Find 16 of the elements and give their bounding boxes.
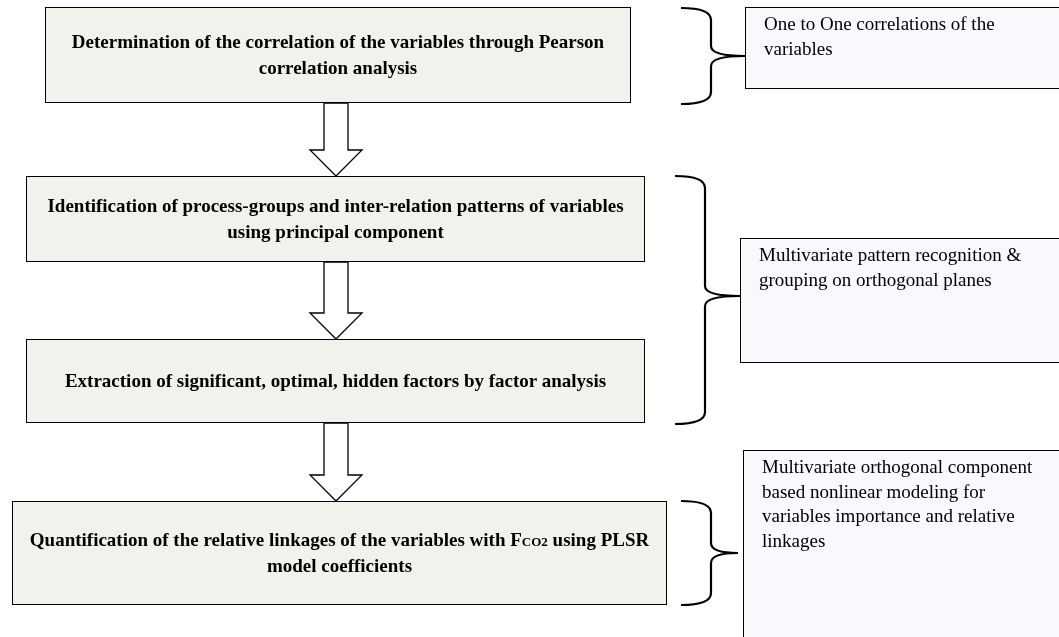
process-box (45, 7, 631, 103)
note-box (740, 238, 1059, 363)
note-box (745, 7, 1059, 89)
process-box (12, 501, 667, 605)
box-text: One to One correlations of the variables (764, 12, 996, 61)
block-arrow (308, 261, 364, 340)
block-arrow (308, 102, 364, 177)
box-text: Multivariate orthogonal component based nonlinear modeling for variables importance and relative linkages (762, 455, 1034, 554)
box-text: Determination of the correlation of the variables through Pearson correlation analysis (70, 30, 606, 80)
note-box (743, 450, 1059, 637)
box-text: Identification of process-groups and inter-relation patterns of variables using principal component (46, 194, 625, 244)
box-text: Multivariate pattern recognition & grouping on orthogonal planes (759, 243, 1023, 292)
process-box (26, 176, 645, 262)
process-box (26, 339, 645, 423)
box-text: Extraction of significant, optimal, hidden factors by factor analysis (64, 369, 607, 394)
block-arrow (308, 422, 364, 502)
